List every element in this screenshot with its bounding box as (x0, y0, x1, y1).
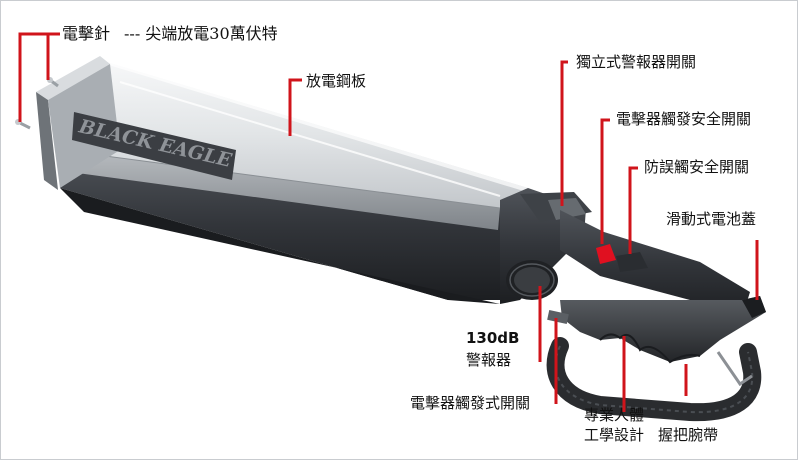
label-electrode-desc: --- 尖端放電30萬伏特 (124, 24, 278, 43)
label-ergonomic-line1: 專業人體 (584, 406, 645, 424)
label-discharge-plate: 放電鋼板 (306, 72, 367, 90)
label-decibel: 130dB (466, 329, 520, 347)
baton-body (60, 150, 520, 304)
label-ergonomic-line2: 工學設計 (584, 426, 645, 444)
grip-handle (547, 296, 766, 364)
label-trigger-switch: 電擊器觸發式開關 (410, 394, 531, 412)
label-alarm: 警報器 (466, 351, 512, 369)
label-wrist-strap: 握把腕帶 (658, 426, 719, 444)
callout-lines (18, 32, 759, 412)
label-trigger-safety: 電擊器觸發安全開關 (616, 110, 752, 128)
label-battery-cover: 滑動式電池蓋 (666, 210, 757, 228)
discharge-steel-plate (48, 60, 540, 230)
alarm-speaker (506, 260, 558, 300)
label-electrode: 電擊針 (62, 24, 111, 43)
label-anti-misfire-safety: 防誤觸安全開關 (644, 158, 750, 176)
wrist-strap (546, 337, 762, 422)
label-alarm-switch: 獨立式警報器開關 (576, 53, 697, 71)
